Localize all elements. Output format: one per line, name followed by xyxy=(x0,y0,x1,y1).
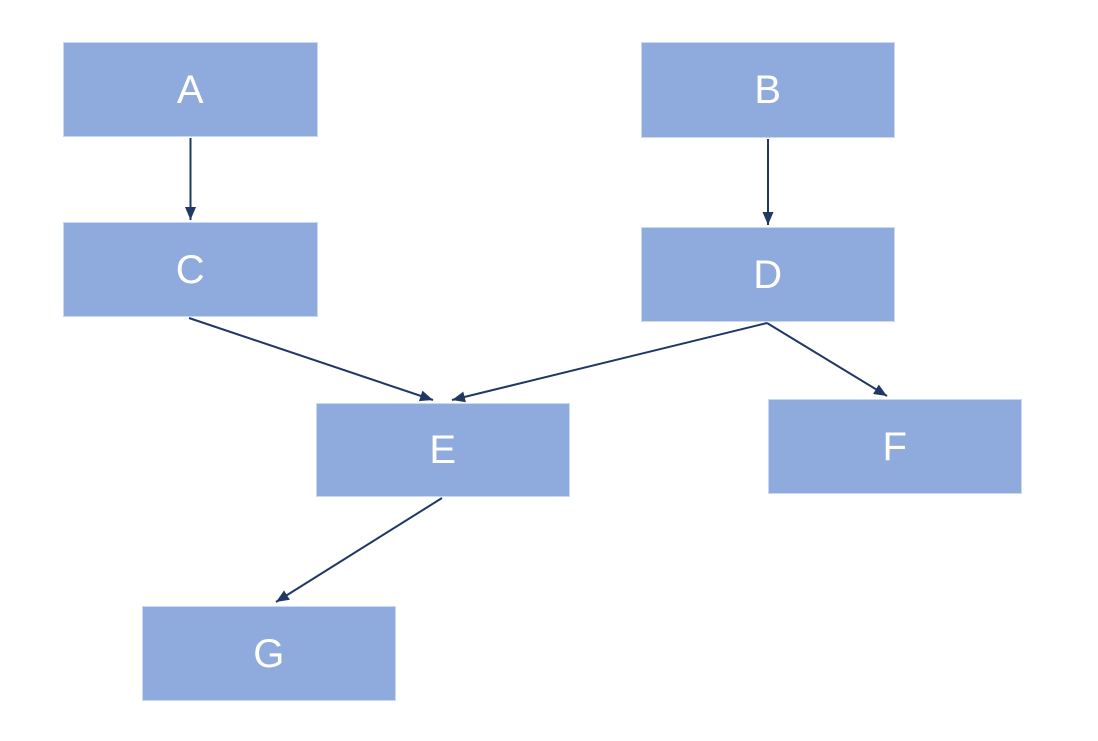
node-F: F xyxy=(768,399,1022,494)
node-label: D xyxy=(753,252,783,297)
node-C: C xyxy=(63,222,318,317)
node-D: D xyxy=(641,227,895,322)
node-label: E xyxy=(429,428,457,472)
node-label: A xyxy=(176,67,205,112)
node-A: A xyxy=(63,42,318,137)
node-E: E xyxy=(316,403,570,497)
node-label: F xyxy=(882,424,908,469)
node-G: G xyxy=(142,606,396,701)
node-label: C xyxy=(175,247,206,292)
node-label: G xyxy=(253,631,285,676)
node-label: B xyxy=(754,68,782,112)
node-B: B xyxy=(641,42,895,138)
